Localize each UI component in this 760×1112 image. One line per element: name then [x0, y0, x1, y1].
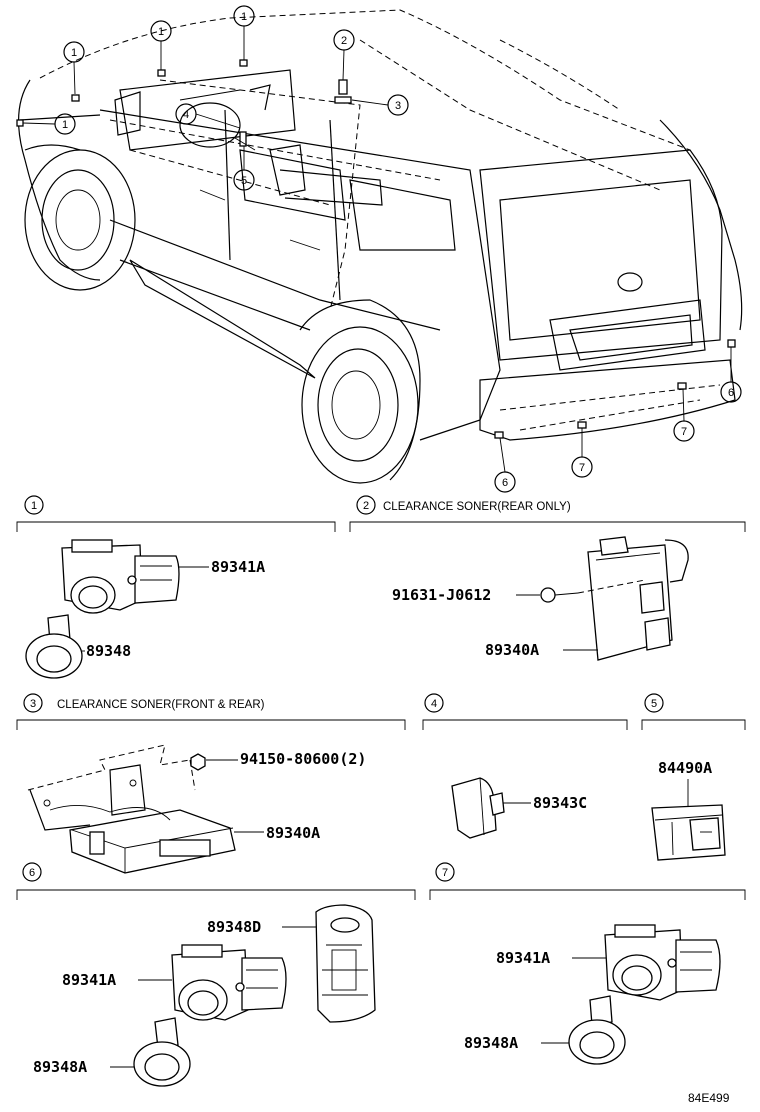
svg-text:7: 7	[579, 462, 585, 474]
svg-text:1: 1	[31, 500, 37, 512]
callout-2: 2	[333, 29, 355, 81]
section-1-header: 1	[16, 495, 336, 532]
svg-text:1: 1	[71, 47, 77, 59]
svg-text:CLEARANCE SONER(REAR ONLY): CLEARANCE SONER(REAR ONLY)	[383, 501, 571, 513]
callout-6-b: 6	[720, 347, 742, 403]
svg-text:4: 4	[183, 109, 189, 121]
retainer-89348	[25, 614, 83, 679]
retainer-89348A-section6	[133, 1017, 191, 1087]
svg-text:3: 3	[30, 698, 36, 710]
svg-text:3: 3	[395, 100, 401, 112]
sensor-89341A-section7	[604, 924, 721, 1001]
callout-1-d: 1	[22, 113, 76, 135]
section-5-header: 5	[641, 693, 746, 730]
svg-text:6: 6	[29, 867, 35, 879]
vehicle-illustration	[16, 9, 743, 484]
part-number-84490A[interactable]: 84490A	[658, 759, 712, 777]
nut-94150	[190, 753, 206, 771]
svg-text:CLEARANCE SONER(FRONT & REAR): CLEARANCE SONER(FRONT & REAR)	[57, 699, 265, 711]
callout-7-b: 7	[673, 388, 695, 442]
callout-3: 3	[351, 94, 409, 116]
svg-text:7: 7	[442, 867, 448, 879]
part-number-89348[interactable]: 89348	[86, 642, 131, 660]
callout-1-b: 1	[150, 20, 172, 70]
section-6-header: 6	[16, 862, 416, 900]
retainer-89348A-section7	[568, 995, 626, 1065]
part-number-89340A-s3[interactable]: 89340A	[266, 824, 320, 842]
section-3-header: 3 CLEARANCE SONER(FRONT & REAR)	[16, 693, 406, 730]
callout-4: 4	[175, 103, 241, 129]
svg-text:5: 5	[241, 175, 247, 187]
section-2-header: 2 CLEARANCE SONER(REAR ONLY)	[349, 495, 746, 532]
part-number-89348A-s6[interactable]: 89348A	[33, 1058, 87, 1076]
sensor-89341A-section6	[171, 944, 287, 1021]
part-number-89341A-s1[interactable]: 89341A	[211, 558, 265, 576]
svg-text:4: 4	[431, 698, 437, 710]
part-number-89340A-s2[interactable]: 89340A	[485, 641, 539, 659]
part-number-89348A-s7[interactable]: 89348A	[464, 1034, 518, 1052]
computer-89340A-section3	[27, 744, 236, 874]
callout-7-a: 7	[571, 428, 593, 478]
computer-89340A-section2	[587, 536, 689, 661]
sensor-89341A-section1	[61, 539, 180, 614]
buzzer-89343C	[451, 777, 505, 839]
svg-text:2: 2	[363, 500, 369, 512]
part-number-91631-J0612[interactable]: 91631-J0612	[392, 586, 491, 604]
bolt-91631	[540, 579, 646, 603]
section-4-header: 4	[422, 693, 628, 730]
switch-84490A	[651, 804, 726, 861]
svg-text:7: 7	[681, 426, 687, 438]
svg-text:6: 6	[502, 477, 508, 489]
svg-text:1: 1	[241, 11, 247, 23]
part-number-89348D[interactable]: 89348D	[207, 918, 261, 936]
callout-6-a: 6	[494, 437, 516, 493]
svg-text:1: 1	[62, 119, 68, 131]
bracket-89348D	[315, 904, 376, 1023]
part-number-89341A-s6[interactable]: 89341A	[62, 971, 116, 989]
svg-text:6: 6	[728, 387, 734, 399]
svg-text:1: 1	[158, 26, 164, 38]
svg-text:5: 5	[651, 698, 657, 710]
part-number-89343C[interactable]: 89343C	[533, 794, 587, 812]
callout-5: 5	[233, 146, 255, 191]
callout-1-a: 1	[63, 41, 85, 95]
part-number-89341A-s7[interactable]: 89341A	[496, 949, 550, 967]
callout-1-c: 1	[233, 5, 255, 60]
part-number-94150-80600[interactable]: 94150-80600(2)	[240, 750, 366, 768]
svg-text:2: 2	[341, 35, 347, 47]
diagram-code: 84E499	[688, 1091, 730, 1105]
section-7-header: 7	[429, 862, 746, 900]
